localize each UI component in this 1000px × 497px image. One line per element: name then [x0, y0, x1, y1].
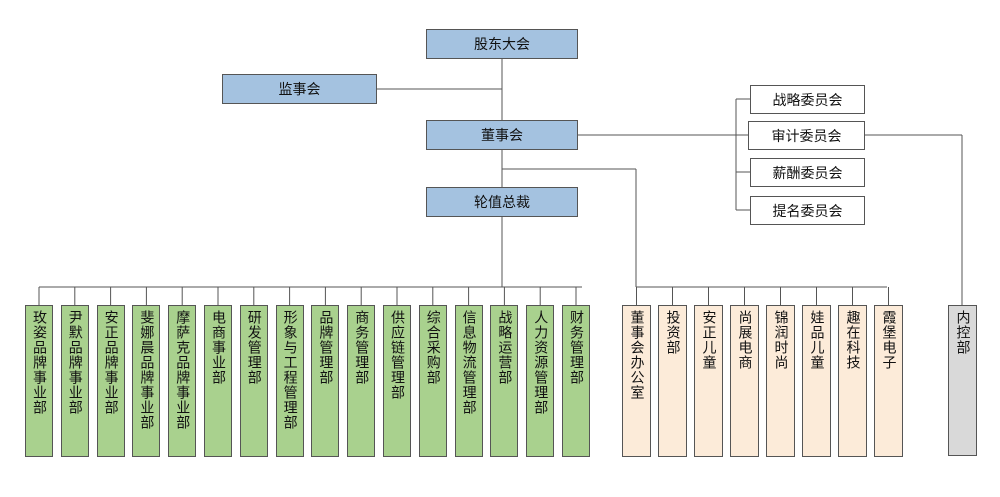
department-label: 战略运营部 — [496, 310, 513, 385]
department-box: 电商事业部 — [204, 305, 232, 457]
department-box: 品牌管理部 — [311, 305, 340, 457]
board-unit-label: 趣在科技 — [844, 310, 861, 370]
board-unit-box: 尚展电商 — [730, 305, 759, 457]
department-label: 尹默品牌事业部 — [66, 310, 83, 415]
committee-nomination: 提名委员会 — [750, 196, 865, 225]
department-box: 斐娜晨品牌事业部 — [132, 305, 161, 457]
department-box: 战略运营部 — [490, 305, 519, 457]
department-box: 人力资源管理部 — [526, 305, 555, 457]
department-label: 安正品牌事业部 — [102, 310, 119, 415]
board-unit-label: 董事会办公室 — [628, 310, 645, 400]
board-of-directors-box: 董事会 — [426, 120, 578, 150]
internal-control-box: 内控部 — [948, 305, 977, 456]
department-label: 供应链管理部 — [389, 310, 405, 400]
board-unit-box: 董事会办公室 — [622, 305, 651, 457]
board-unit-label: 锦润时尚 — [772, 310, 789, 370]
department-label: 摩萨克品牌事业部 — [174, 310, 191, 430]
department-label: 综合采购部 — [424, 310, 441, 385]
department-box: 信息物流管理部 — [454, 305, 483, 457]
board-unit-box: 霞堡电子 — [874, 305, 903, 457]
board-unit-label: 尚展电商 — [736, 310, 753, 370]
department-label: 品牌管理部 — [317, 310, 334, 385]
department-box: 玫姿品牌事业部 — [25, 305, 53, 457]
department-label: 商务管理部 — [353, 310, 370, 385]
shareholders-meeting-box: 股东大会 — [426, 29, 578, 59]
board-label: 董事会 — [481, 128, 523, 144]
committee-remuneration: 薪酬委员会 — [750, 158, 865, 187]
board-unit-box: 娃品儿童 — [802, 305, 831, 457]
department-box: 财务管理部 — [562, 305, 590, 457]
board-unit-label: 霞堡电子 — [880, 310, 897, 370]
department-label: 财务管理部 — [568, 310, 584, 385]
department-box: 形象与工程管理部 — [275, 305, 304, 457]
board-unit-box: 趣在科技 — [838, 305, 867, 457]
internal-control-label: 内控部 — [954, 310, 971, 355]
department-box: 摩萨克品牌事业部 — [168, 305, 197, 457]
department-label: 电商事业部 — [210, 310, 226, 385]
department-box: 商务管理部 — [347, 305, 376, 457]
department-label: 斐娜晨品牌事业部 — [138, 310, 155, 430]
department-box: 供应链管理部 — [383, 305, 411, 457]
supervisory-board-box: 监事会 — [222, 74, 377, 104]
department-label: 信息物流管理部 — [460, 310, 477, 415]
board-unit-box: 投资部 — [658, 305, 687, 457]
board-unit-label: 安正儿童 — [700, 310, 717, 370]
department-label: 研发管理部 — [245, 310, 262, 385]
supervisory-label: 监事会 — [278, 82, 321, 98]
department-label: 玫姿品牌事业部 — [31, 310, 47, 415]
ceo-label: 轮值总裁 — [474, 195, 530, 211]
rotating-ceo-box: 轮值总裁 — [426, 187, 578, 217]
shareholders-label: 股东大会 — [474, 37, 530, 53]
department-label: 形象与工程管理部 — [281, 310, 298, 430]
board-unit-label: 娃品儿童 — [808, 310, 825, 370]
committee-audit: 审计委员会 — [748, 121, 865, 150]
department-box: 研发管理部 — [239, 305, 268, 457]
board-unit-box: 锦润时尚 — [766, 305, 795, 457]
board-unit-label: 投资部 — [664, 310, 681, 355]
board-unit-box: 安正儿童 — [694, 305, 723, 457]
department-box: 综合采购部 — [418, 305, 447, 457]
committee-strategy: 战略委员会 — [750, 85, 865, 114]
department-box: 尹默品牌事业部 — [60, 305, 89, 457]
department-box: 安正品牌事业部 — [96, 305, 125, 457]
department-label: 人力资源管理部 — [532, 310, 549, 415]
